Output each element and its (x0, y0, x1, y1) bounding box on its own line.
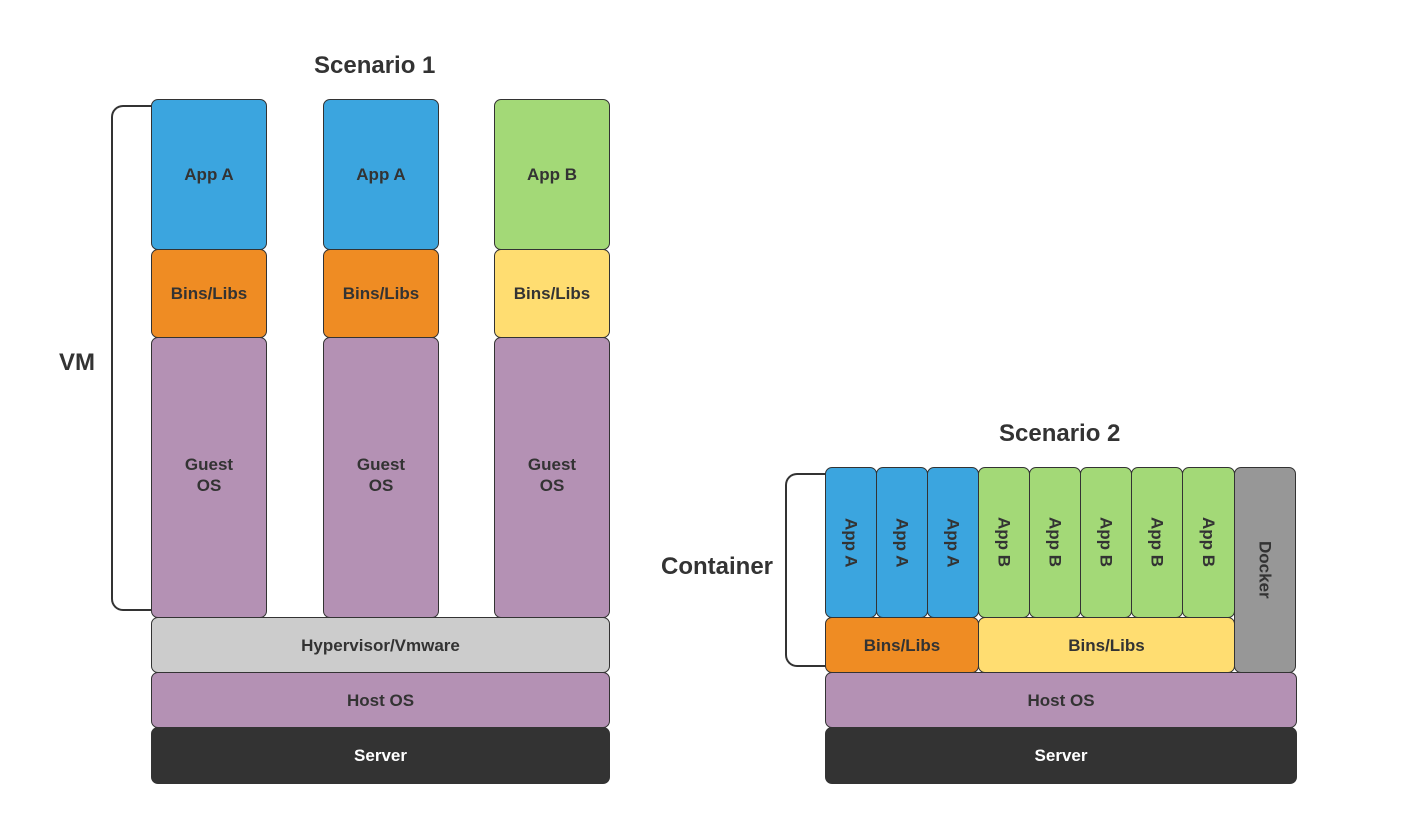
vm3-guest-os: Guest OS (494, 337, 610, 618)
container-app-a-3: App A (927, 467, 979, 618)
container-bins-libs-b: Bins/Libs (978, 617, 1235, 673)
vm2-bins-libs: Bins/Libs (323, 249, 439, 338)
container-app-b-5: App B (1182, 467, 1235, 618)
vm3-app-b: App B (494, 99, 610, 250)
hypervisor-layer: Hypervisor/Vmware (151, 617, 610, 673)
scenario1-host-os: Host OS (151, 672, 610, 728)
vm3-bins-libs: Bins/Libs (494, 249, 610, 338)
container-app-a-1: App A (825, 467, 877, 618)
vm2-guest-os: Guest OS (323, 337, 439, 618)
container-label: Container (661, 553, 774, 580)
scenario2-host-os: Host OS (825, 672, 1297, 728)
vm-label: VM (59, 349, 95, 376)
container-app-b-3: App B (1080, 467, 1132, 618)
container-bracket (785, 473, 827, 667)
docker-engine: Docker (1234, 467, 1296, 673)
container-app-a-2: App A (876, 467, 928, 618)
vm1-app-a: App A (151, 99, 267, 250)
scenario-2-title: Scenario 2 (999, 420, 1121, 447)
vm1-bins-libs: Bins/Libs (151, 249, 267, 338)
vm-bracket (111, 105, 153, 611)
scenario1-server: Server (151, 727, 610, 784)
vm1-guest-os: Guest OS (151, 337, 267, 618)
container-app-b-2: App B (1029, 467, 1081, 618)
container-bins-libs-a: Bins/Libs (825, 617, 979, 673)
container-app-b-4: App B (1131, 467, 1183, 618)
scenario-1-title: Scenario 1 (314, 52, 436, 79)
vm2-app-a: App A (323, 99, 439, 250)
scenario2-server: Server (825, 727, 1297, 784)
container-app-b-1: App B (978, 467, 1030, 618)
